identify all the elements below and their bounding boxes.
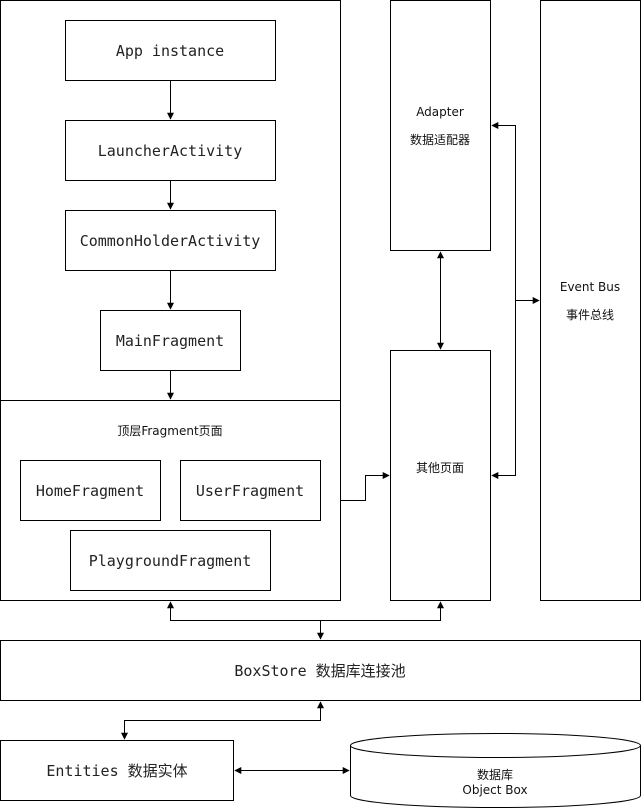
main-fragment-node: MainFragment: [100, 310, 241, 371]
entities-node: Entities 数据实体: [0, 740, 234, 801]
app-instance-label: App instance: [116, 42, 224, 60]
database-node: 数据库 Object Box: [350, 733, 641, 808]
other-pages-label: 其他页面: [416, 461, 464, 475]
other-pages-node: 其他页面: [390, 350, 491, 601]
top-fragment-page-label: 顶层Fragment页面: [117, 424, 222, 438]
launcher-activity-node: LauncherActivity: [65, 120, 276, 181]
database-subtitle: Object Box: [462, 783, 527, 797]
adapter-node: Adapter 数据适配器: [390, 0, 491, 251]
playground-fragment-node: PlaygroundFragment: [70, 530, 271, 591]
arrow-boxstore-entities: [121, 701, 324, 740]
arrow-boxstore-to-other-pages: [320, 601, 444, 621]
boxstore-node: BoxStore 数据库连接池: [0, 640, 641, 701]
common-holder-activity-label: CommonHolderActivity: [80, 232, 261, 250]
arrow-fragments-to-other-pages: [340, 472, 390, 501]
playground-fragment-label: PlaygroundFragment: [89, 552, 252, 570]
home-fragment-node: HomeFragment: [20, 460, 161, 521]
adapter-title: Adapter: [416, 105, 464, 119]
user-fragment-node: UserFragment: [180, 460, 321, 521]
common-holder-activity-node: CommonHolderActivity: [65, 210, 276, 271]
arrow-eventbus-to-other-pages: [491, 300, 516, 479]
entities-label: Entities 数据实体: [46, 762, 187, 780]
database-title: 数据库: [477, 767, 513, 782]
adapter-subtitle: 数据适配器: [410, 132, 470, 147]
arrow-eventbus-to-adapter: [491, 122, 516, 301]
user-fragment-label: UserFragment: [196, 482, 304, 500]
event-bus-title: Event Bus: [560, 280, 620, 294]
main-fragment-label: MainFragment: [116, 332, 224, 350]
arrow-boxstore-to-fragments: [167, 601, 321, 621]
event-bus-subtitle: 事件总线: [566, 308, 614, 322]
event-bus-node: Event Bus 事件总线: [540, 0, 641, 601]
home-fragment-label: HomeFragment: [36, 482, 144, 500]
app-instance-node: App instance: [65, 20, 276, 81]
launcher-activity-label: LauncherActivity: [98, 142, 243, 160]
boxstore-label: BoxStore 数据库连接池: [234, 662, 405, 680]
